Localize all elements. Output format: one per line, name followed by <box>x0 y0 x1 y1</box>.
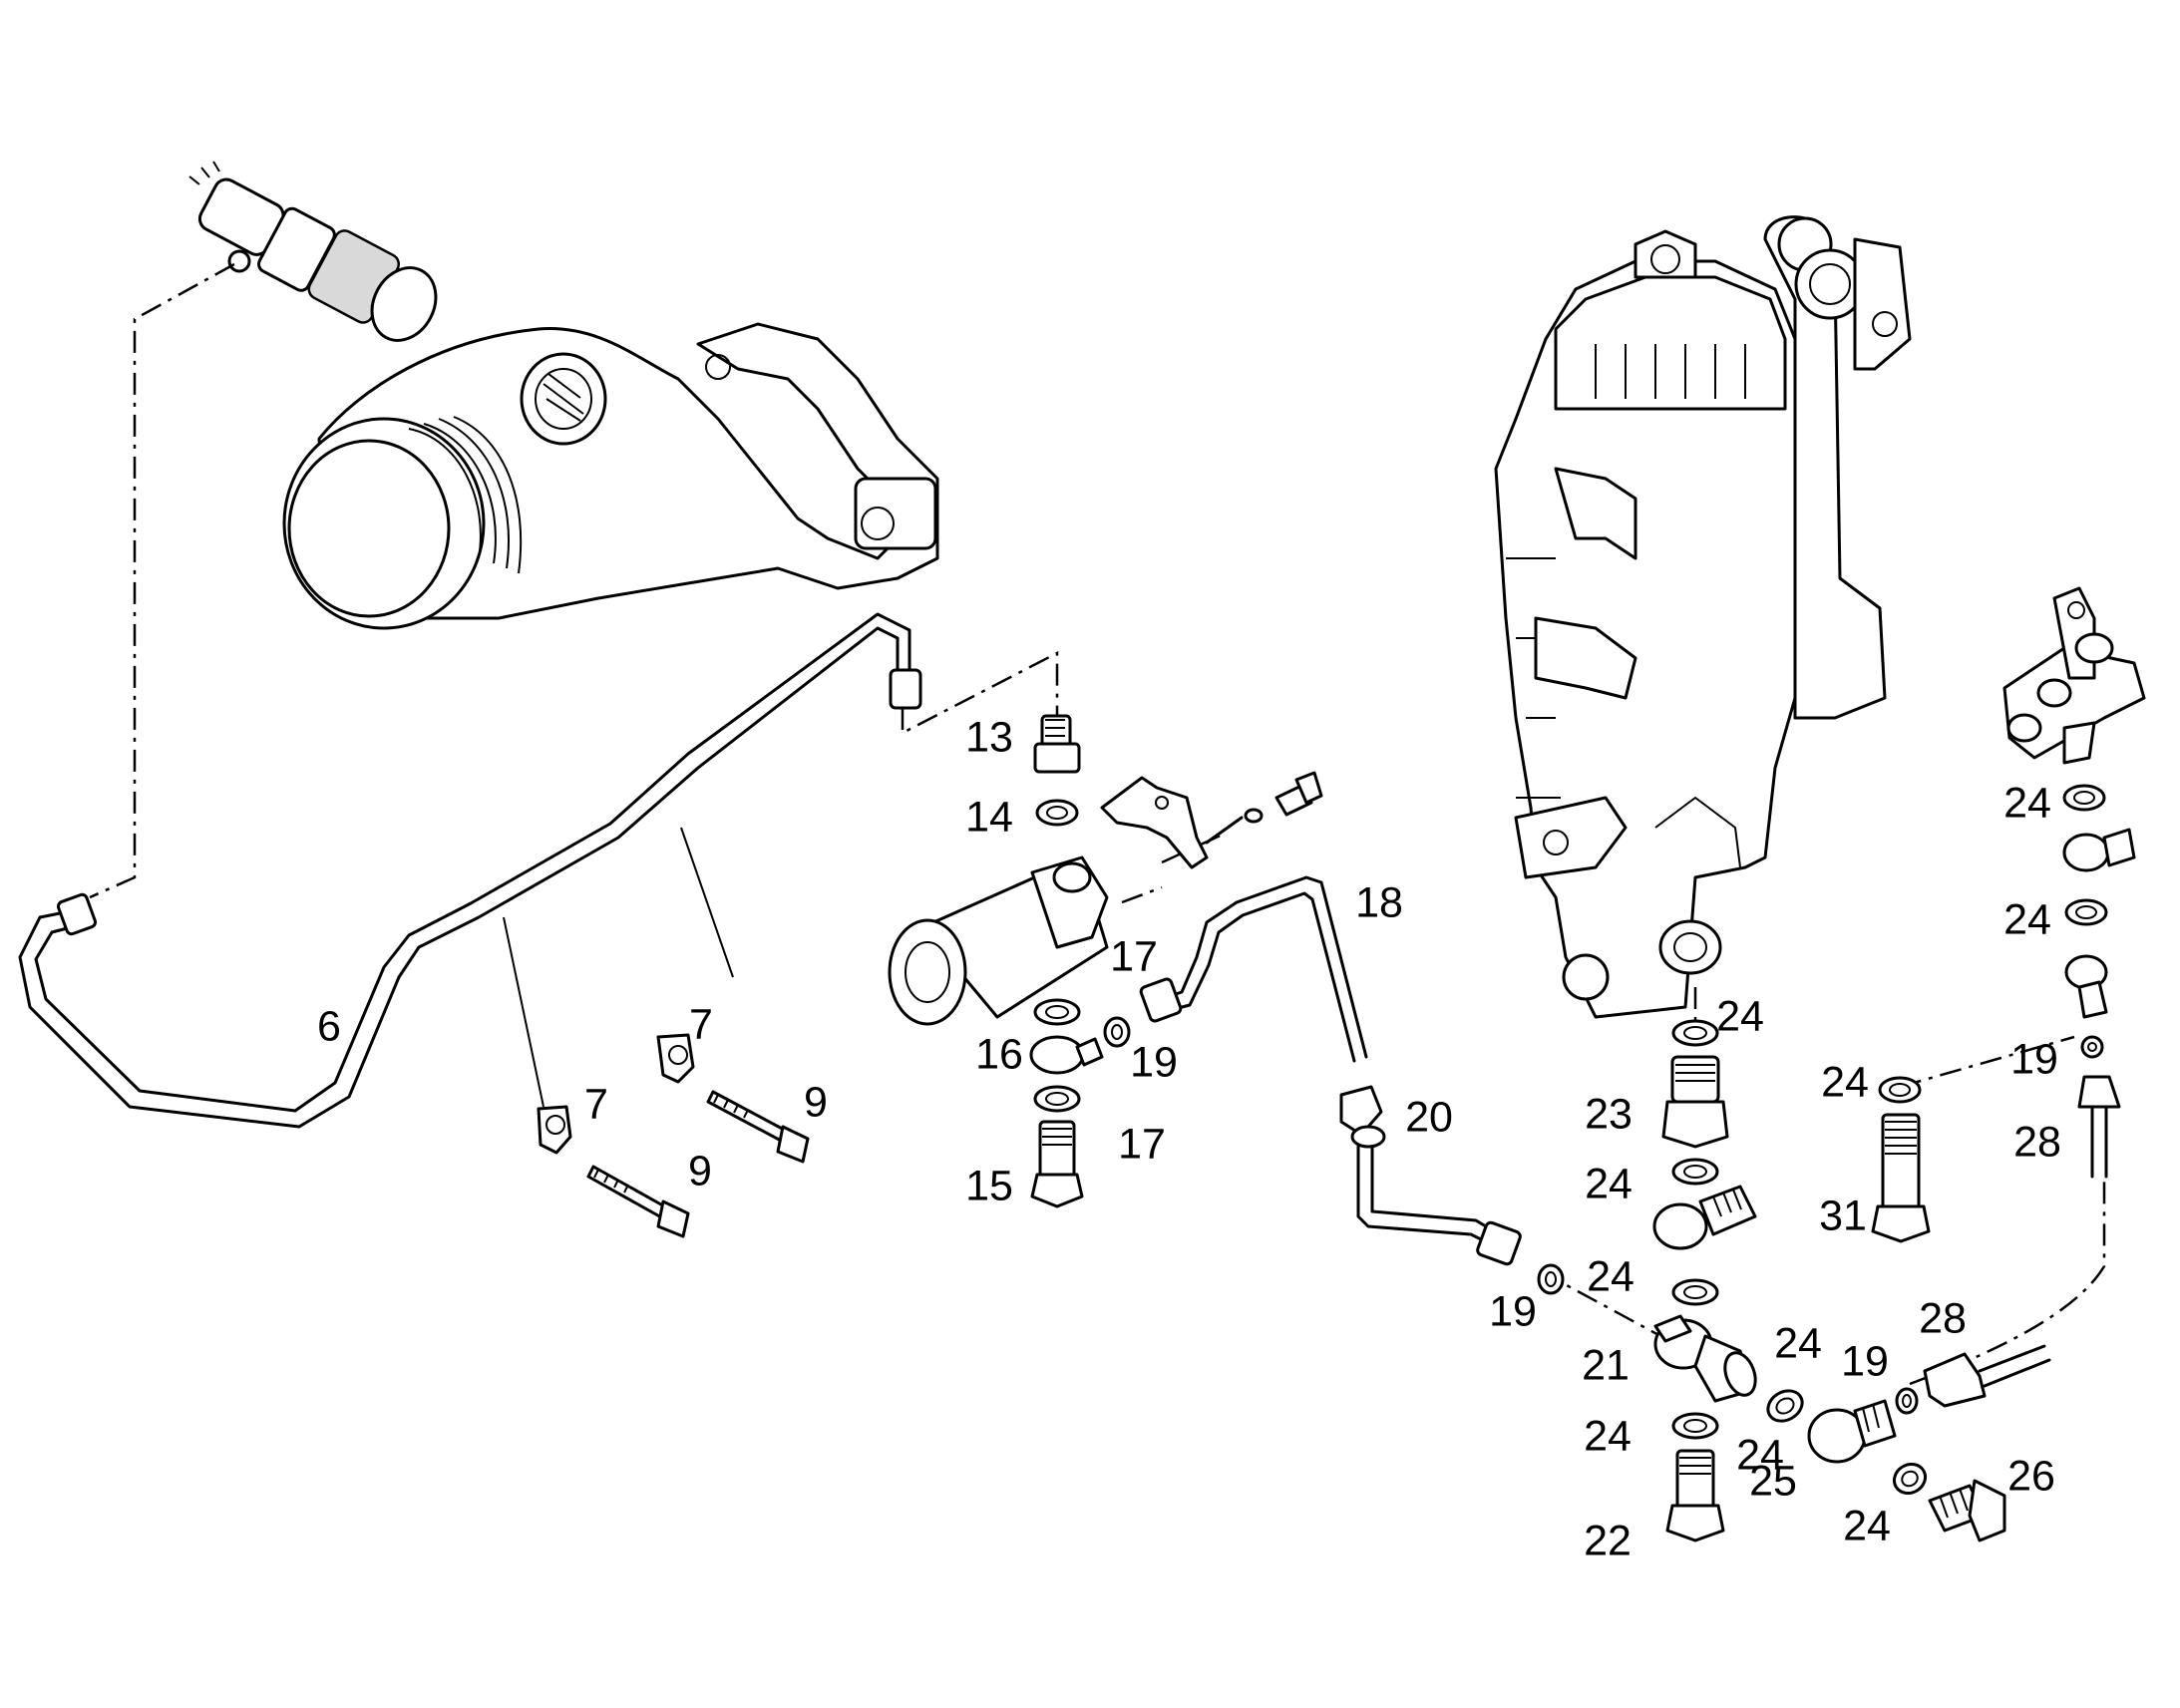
washer-24d <box>1671 1412 1719 1440</box>
washer-24f <box>2062 784 2106 812</box>
filter-housing-part <box>1494 215 1912 1019</box>
callout-24: 24 <box>2003 779 2051 827</box>
banjo-bolt-15 <box>1030 1120 1084 1208</box>
washer-24h <box>1878 1076 1922 1104</box>
banjo-21 <box>1653 1314 1757 1403</box>
leader-lines <box>89 262 2106 1386</box>
bolt-9b <box>586 1165 690 1238</box>
clip-7a <box>656 1033 695 1084</box>
callout-26: 26 <box>2007 1452 2055 1500</box>
washer-19a <box>1103 1016 1131 1048</box>
fitting-13 <box>1033 714 1081 774</box>
screw-part <box>1244 771 1323 824</box>
callout-21: 21 <box>1582 1341 1630 1389</box>
washer-24c <box>1671 1278 1719 1306</box>
washer-24g <box>2064 898 2108 926</box>
bolt-9a <box>706 1090 810 1164</box>
callout-22: 22 <box>1584 1517 1632 1564</box>
callout-24: 24 <box>1736 1431 1784 1479</box>
washer-17b <box>1033 1085 1081 1113</box>
callout-7: 7 <box>689 1000 713 1048</box>
pump-part <box>888 855 1109 1026</box>
washer-19b <box>1537 1263 1565 1295</box>
washer-19c <box>1895 1387 1919 1415</box>
callout-24: 24 <box>1821 1058 1869 1106</box>
adapter-23 <box>1661 1055 1729 1149</box>
banjo-fitting-upper <box>1652 1185 1757 1250</box>
intake-elbow-part <box>282 322 939 630</box>
sensor-part <box>188 161 438 342</box>
washer-24b <box>1671 1158 1719 1186</box>
callout-19: 19 <box>1841 1337 1889 1385</box>
pipe-20-lower <box>1356 1145 1522 1266</box>
banjo-bolt-31 <box>1871 1113 1931 1243</box>
banjo-16 <box>1029 1035 1104 1075</box>
callout-9: 9 <box>688 1147 712 1195</box>
callout-17: 17 <box>1118 1120 1166 1168</box>
washer-17a <box>1033 998 1081 1026</box>
callout-13: 13 <box>965 713 1013 761</box>
banjo-bolt-22 <box>1665 1449 1725 1542</box>
washer-14 <box>1035 799 1079 827</box>
callout-24: 24 <box>1587 1252 1635 1300</box>
callout-19: 19 <box>2010 1035 2058 1083</box>
callout-24: 24 <box>2003 895 2051 943</box>
callout-24: 24 <box>1843 1502 1891 1549</box>
callout-25: 25 <box>1749 1457 1797 1505</box>
callout-7: 7 <box>584 1080 608 1128</box>
callout-15: 15 <box>965 1162 1013 1209</box>
callout-24: 24 <box>1716 992 1764 1040</box>
callout-20: 20 <box>1405 1093 1453 1141</box>
callout-17: 17 <box>1110 932 1158 980</box>
callout-9: 9 <box>804 1078 828 1126</box>
distribution-block-part <box>2002 586 2146 765</box>
callout-23: 23 <box>1585 1090 1633 1138</box>
callout-31: 31 <box>1819 1192 1867 1239</box>
washer-24a <box>1671 1019 1719 1047</box>
callout-14: 14 <box>965 793 1013 841</box>
callout-28: 28 <box>2013 1118 2061 1166</box>
callout-24: 24 <box>1774 1319 1822 1367</box>
callout-19: 19 <box>1130 1038 1178 1086</box>
callout-18: 18 <box>1355 878 1403 926</box>
callout-16: 16 <box>975 1030 1023 1078</box>
pipe-28-upper <box>2077 1075 2121 1179</box>
washer-19d <box>2080 1035 2104 1059</box>
banjo-upper-right <box>2062 828 2136 872</box>
banjo-mid-right <box>2064 954 2108 1019</box>
banjo-right <box>1807 1399 1897 1464</box>
plug-26 <box>1928 1479 2006 1542</box>
callout-24: 24 <box>1585 1160 1633 1207</box>
nut-25 <box>1766 1389 1804 1423</box>
callout-labels: 6 7 7 9 9 13 14 15 16 17 17 18 19 19 19 … <box>317 713 2061 1564</box>
pipe-6 <box>18 612 922 1129</box>
pipe-28-lower <box>1923 1344 2051 1408</box>
callout-19: 19 <box>1489 1287 1537 1335</box>
fitting-20 <box>1339 1085 1386 1149</box>
pipe-18 <box>1139 875 1368 1063</box>
callout-6: 6 <box>317 1002 341 1050</box>
bracket-part <box>1100 776 1244 869</box>
callout-24: 24 <box>1584 1412 1632 1460</box>
clip-7b <box>537 1105 572 1155</box>
washer-24e <box>1892 1462 1928 1496</box>
callout-28: 28 <box>1919 1294 1967 1342</box>
